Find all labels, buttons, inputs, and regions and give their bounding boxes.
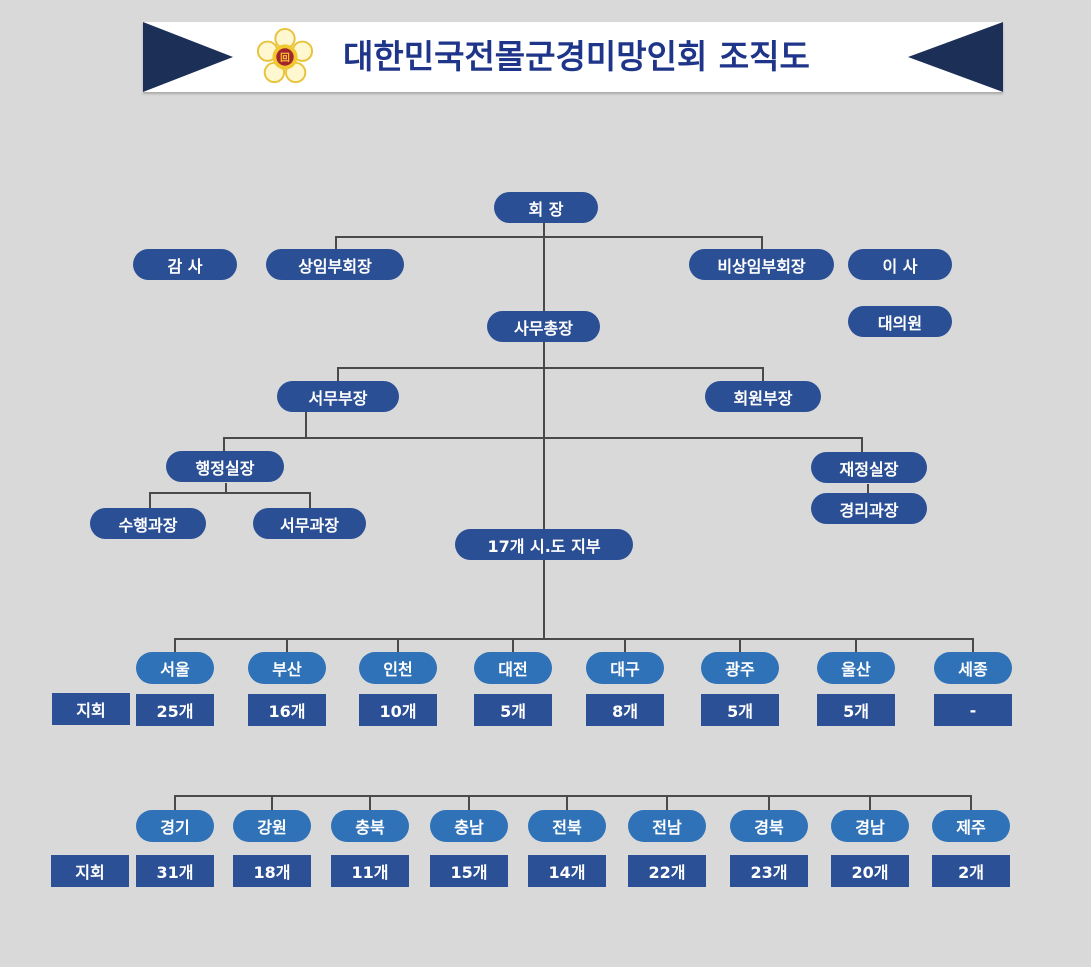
branch-count: 20개 — [831, 855, 909, 887]
region-node: 서울 — [136, 652, 214, 684]
left-arrow-decoration — [143, 22, 233, 92]
connector-line — [972, 638, 974, 652]
connector-line — [861, 437, 863, 452]
branch-count: 2개 — [932, 855, 1010, 887]
region-node: 경북 — [730, 810, 808, 842]
connector-line — [224, 437, 863, 439]
region-node: 세종 — [934, 652, 1012, 684]
node-general-affairs-head: 서무부장 — [277, 381, 399, 412]
region-node: 충남 — [430, 810, 508, 842]
node-nonstanding-vice-chairman: 비상임부회장 — [689, 249, 834, 280]
node-general-affairs-section: 서무과장 — [253, 508, 366, 539]
connector-line — [223, 437, 225, 451]
connector-line — [336, 236, 763, 238]
branch-count: 5개 — [474, 694, 552, 726]
node-standing-vice-chairman: 상임부회장 — [266, 249, 404, 280]
region-node: 경기 — [136, 810, 214, 842]
connector-line — [175, 638, 974, 640]
node-membership-head: 회원부장 — [705, 381, 821, 412]
branch-count: 11개 — [331, 855, 409, 887]
connector-line — [174, 795, 176, 810]
connector-line — [335, 236, 337, 250]
connector-line — [397, 638, 399, 652]
branch-count: 23개 — [730, 855, 808, 887]
connector-line — [867, 484, 869, 494]
connector-line — [624, 638, 626, 652]
connector-line — [369, 795, 371, 810]
branch-count: 8개 — [586, 694, 664, 726]
connector-line — [566, 795, 568, 810]
connector-line — [305, 412, 307, 439]
connector-line — [149, 492, 151, 508]
region-node: 인천 — [359, 652, 437, 684]
region-node: 전북 — [528, 810, 606, 842]
connector-line — [150, 492, 311, 494]
connector-line — [761, 236, 763, 250]
connector-line — [271, 795, 273, 810]
connector-line — [309, 492, 311, 508]
branch-count: 15개 — [430, 855, 508, 887]
branch-count: 5개 — [817, 694, 895, 726]
node-accounting: 경리과장 — [811, 493, 927, 524]
node-delegate: 대의원 — [848, 306, 952, 337]
region-node: 대구 — [586, 652, 664, 684]
branch-count: 25개 — [136, 694, 214, 726]
connector-line — [337, 367, 339, 381]
page-title: 대한민국전몰군경미망인회 조직도 — [343, 37, 810, 76]
connector-line — [174, 638, 176, 652]
branch-count: 22개 — [628, 855, 706, 887]
region-node: 부산 — [248, 652, 326, 684]
connector-line — [855, 638, 857, 652]
connector-line — [869, 795, 871, 810]
region-node: 충북 — [331, 810, 409, 842]
node-admin-office: 행정실장 — [166, 451, 284, 482]
connector-line — [666, 795, 668, 810]
branch-count: 31개 — [136, 855, 214, 887]
connector-line — [739, 638, 741, 652]
title-banner: 回 대한민국전몰군경미망인회 조직도 — [143, 22, 1003, 92]
node-director: 이 사 — [848, 249, 952, 280]
association-emblem-icon: 回 — [256, 28, 314, 84]
region-node: 울산 — [817, 652, 895, 684]
branch-count: - — [934, 694, 1012, 726]
svg-text:回: 回 — [280, 53, 290, 64]
region-node: 강원 — [233, 810, 311, 842]
region-node: 광주 — [701, 652, 779, 684]
node-finance-office: 재정실장 — [811, 452, 927, 483]
branch-count: 10개 — [359, 694, 437, 726]
right-arrow-decoration — [908, 22, 1003, 92]
node-branches: 17개 시.도 지부 — [455, 529, 633, 560]
node-attendant: 수행과장 — [90, 508, 206, 539]
connector-line — [468, 795, 470, 810]
region-node: 전남 — [628, 810, 706, 842]
connector-line — [174, 795, 971, 797]
branch-count: 18개 — [233, 855, 311, 887]
branch-count: 16개 — [248, 694, 326, 726]
connector-line — [225, 483, 227, 493]
connector-line — [338, 367, 764, 369]
connector-line — [970, 795, 972, 810]
branch-count: 14개 — [528, 855, 606, 887]
branch-label-row2: 지회 — [51, 855, 129, 887]
connector-line — [512, 638, 514, 652]
region-node: 대전 — [474, 652, 552, 684]
node-chairman: 회 장 — [494, 192, 598, 223]
connector-line — [286, 638, 288, 652]
region-node: 경남 — [831, 810, 909, 842]
region-node: 제주 — [932, 810, 1010, 842]
node-auditor: 감 사 — [133, 249, 237, 280]
branch-count: 5개 — [701, 694, 779, 726]
connector-line — [768, 795, 770, 810]
node-secretary-general: 사무총장 — [487, 311, 600, 342]
branch-label-row1: 지회 — [52, 693, 130, 725]
connector-line — [543, 223, 545, 639]
connector-line — [762, 367, 764, 381]
